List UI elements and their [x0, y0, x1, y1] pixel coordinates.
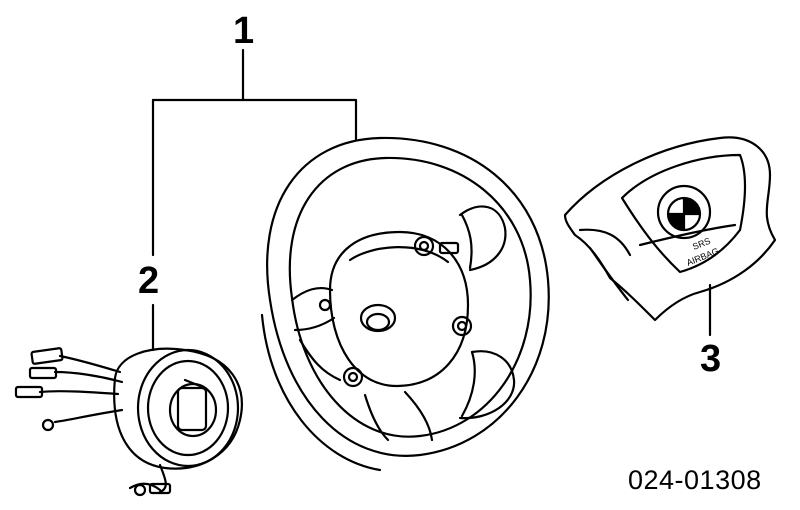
callout-1: 1 — [233, 10, 255, 52]
airbag-text-line2: AIRBAG — [685, 246, 720, 268]
clock-spring — [14, 347, 243, 497]
part-number: 024-01308 — [628, 465, 762, 495]
roundel-fill — [684, 198, 700, 214]
callout-2: 2 — [138, 260, 160, 302]
steering-wheel — [260, 136, 550, 472]
airbag-module — [563, 136, 777, 322]
roundel-fill-2 — [668, 214, 684, 230]
callout-3: 3 — [700, 338, 722, 380]
leader-lines — [151, 48, 712, 352]
